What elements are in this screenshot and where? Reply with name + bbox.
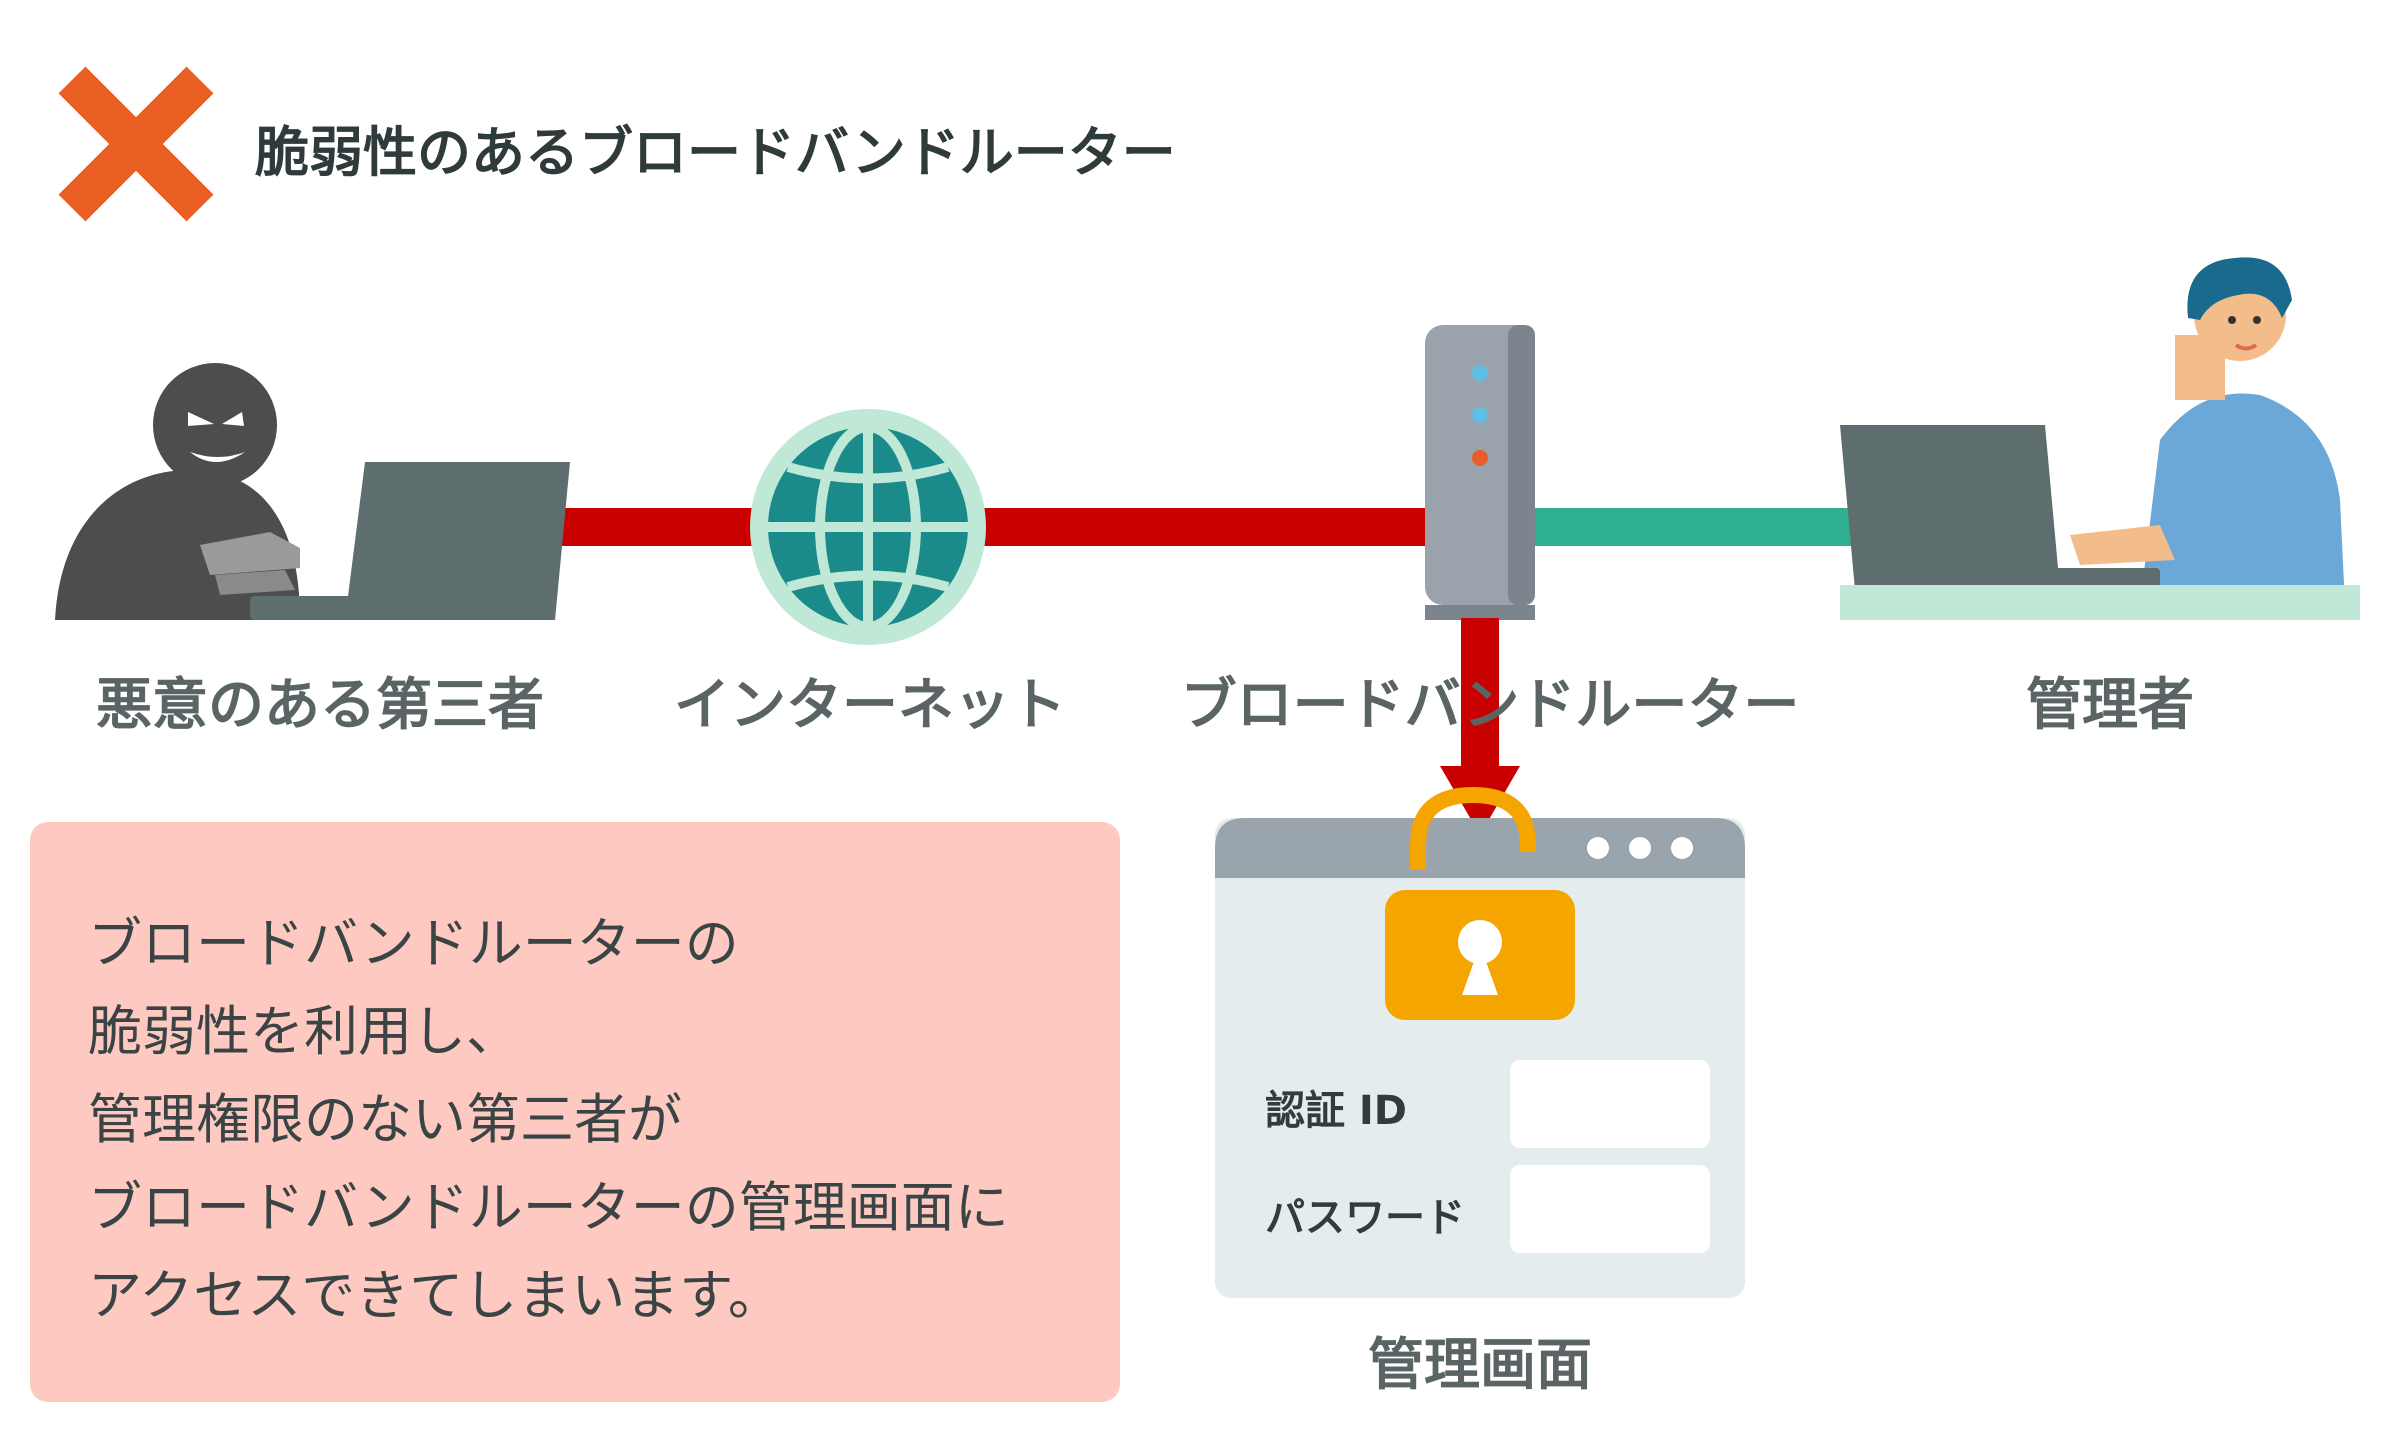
explanation-line: ブロードバンドルーターの (88, 912, 739, 975)
explanation-text: ブロードバンドルーターの 脆弱性を利用し、 管理権限のない第三者が ブロードバン… (88, 900, 1009, 1340)
attacker-laptop-icon (250, 462, 570, 620)
attacker-label: 悪意のある第三者 (96, 673, 544, 738)
safe-line-router-admin (1530, 508, 1870, 546)
auth-id-label: 認証 ID (1265, 1088, 1408, 1134)
explanation-line: 脆弱性を利用し、 (88, 1000, 520, 1063)
auth-id-field[interactable] (1510, 1060, 1710, 1148)
attack-line-attacker-internet (555, 508, 775, 546)
password-label: パスワード (1265, 1195, 1465, 1241)
admin-screen-label: 管理画面 (1368, 1333, 1592, 1398)
page-title: 脆弱性のあるブロードバンドルーター (255, 121, 1176, 184)
padlock-icon (1385, 786, 1575, 1020)
attack-line-internet-router (960, 508, 1440, 546)
router-icon (1425, 325, 1535, 620)
admin-person-icon (2070, 257, 2345, 605)
password-field[interactable] (1510, 1165, 1710, 1253)
admin-laptop-icon (1840, 425, 2160, 592)
internet-label: インターネット (674, 673, 1066, 738)
cross-icon (58, 66, 214, 222)
attacker-icon (55, 363, 300, 620)
admin-desk (1840, 585, 2360, 620)
globe-icon (750, 409, 986, 645)
explanation-line: アクセスできてしまいます。 (88, 1264, 782, 1327)
explanation-box (30, 822, 1120, 1402)
router-label: ブロードバンドルーター (1180, 673, 1800, 738)
explanation-line: ブロードバンドルーターの管理画面に (88, 1176, 1009, 1239)
explanation-line: 管理権限のない第三者が (88, 1088, 682, 1151)
admin-label: 管理者 (2026, 673, 2194, 738)
